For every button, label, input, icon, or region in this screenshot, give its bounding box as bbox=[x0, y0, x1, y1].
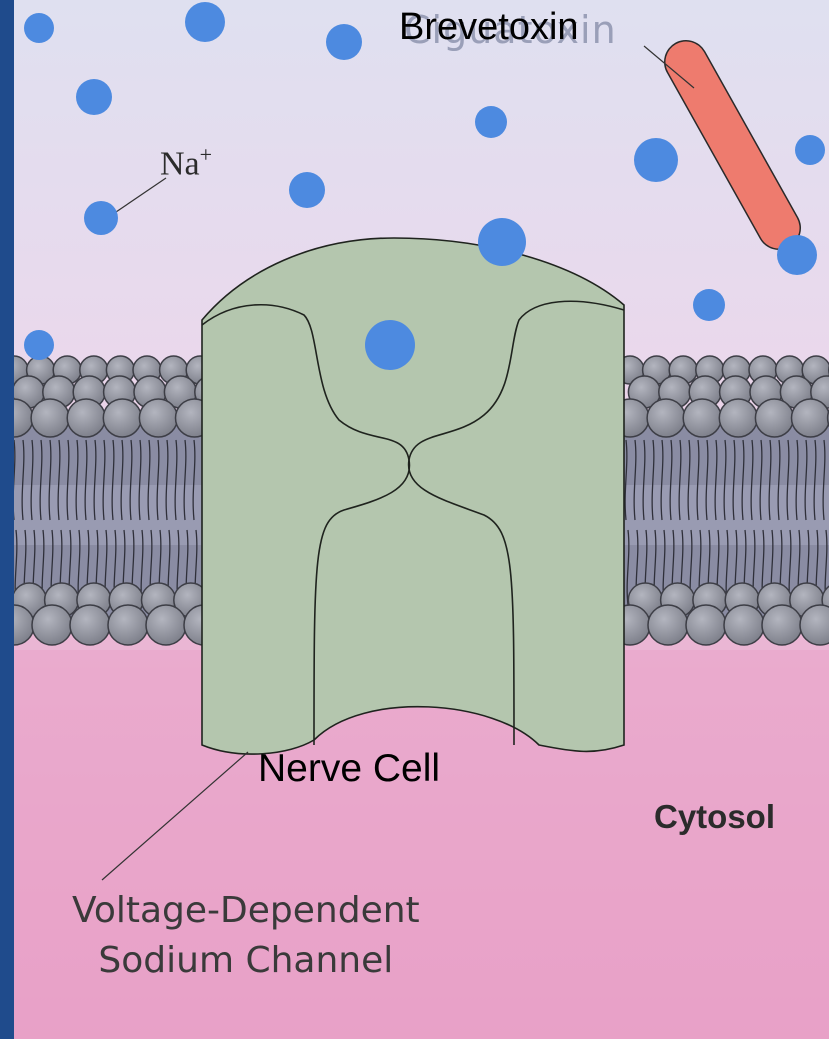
lipid-head bbox=[31, 399, 69, 437]
lipid-head bbox=[647, 399, 685, 437]
ion-charge: + bbox=[200, 142, 212, 167]
sodium-ion-icon bbox=[693, 289, 725, 321]
ion-symbol: Na bbox=[160, 145, 200, 182]
sodium-ion-icon bbox=[185, 2, 225, 42]
channel-body bbox=[202, 238, 624, 754]
cytosol-label: Cytosol bbox=[654, 798, 775, 836]
lipid-head bbox=[67, 399, 105, 437]
lipid-head bbox=[719, 399, 757, 437]
lipid-head bbox=[146, 605, 186, 645]
sodium-ion-icon bbox=[84, 201, 118, 235]
lipid-head bbox=[70, 605, 110, 645]
sodium-ion-icon bbox=[475, 106, 507, 138]
toxin-label: Brevetoxin bbox=[399, 6, 579, 49]
lipid-head bbox=[32, 605, 72, 645]
diagram-frame: Ciguatoxin Brevetoxin Na+ Nerve Cell Cyt… bbox=[14, 0, 829, 1039]
channel-label-line2: Sodium Channel bbox=[72, 936, 420, 986]
channel-label: Voltage-Dependent Sodium Channel bbox=[72, 886, 420, 986]
lipid-head bbox=[755, 399, 793, 437]
sodium-ion-icon bbox=[795, 135, 825, 165]
lipid-head bbox=[792, 399, 829, 437]
overlay-title: Nerve Cell bbox=[258, 747, 440, 791]
ion-label: Na+ bbox=[160, 142, 212, 183]
sodium-ion-icon bbox=[24, 330, 54, 360]
sodium-ion-icon bbox=[365, 320, 415, 370]
sodium-ion-icon bbox=[326, 24, 362, 60]
lipid-head bbox=[108, 605, 148, 645]
lipid-head bbox=[686, 605, 726, 645]
sodium-ion-icon bbox=[76, 79, 112, 115]
lipid-head bbox=[724, 605, 764, 645]
sodium-ion-icon bbox=[289, 172, 325, 208]
sodium-ion-icon bbox=[478, 218, 526, 266]
lipid-head bbox=[139, 399, 177, 437]
sodium-ion-icon bbox=[634, 138, 678, 182]
lipid-head bbox=[762, 605, 802, 645]
lipid-head bbox=[103, 399, 141, 437]
sodium-channel-icon bbox=[202, 238, 624, 754]
diagram-canvas bbox=[14, 0, 829, 1039]
lipid-head bbox=[648, 605, 688, 645]
sodium-ion-icon bbox=[777, 235, 817, 275]
sodium-ion-icon bbox=[24, 13, 54, 43]
channel-label-line1: Voltage-Dependent bbox=[72, 886, 420, 936]
lipid-head bbox=[683, 399, 721, 437]
